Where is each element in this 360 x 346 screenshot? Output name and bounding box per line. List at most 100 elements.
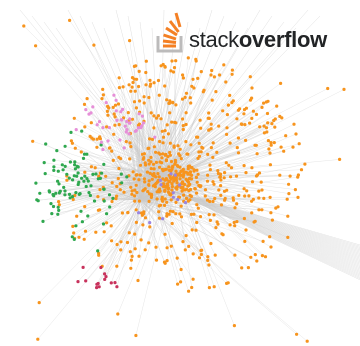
graph-node	[200, 248, 204, 252]
graph-node	[291, 145, 295, 149]
graph-node	[82, 237, 86, 241]
graph-node	[206, 258, 210, 262]
graph-node	[146, 190, 150, 194]
graph-node	[216, 222, 220, 226]
graph-node	[183, 248, 187, 252]
graph-node	[70, 195, 75, 199]
graph-node	[138, 99, 142, 103]
graph-node	[51, 192, 55, 197]
graph-node	[257, 189, 261, 193]
graph-node	[163, 153, 167, 157]
graph-node	[255, 152, 259, 156]
graph-node	[228, 141, 232, 145]
graph-node	[117, 86, 121, 90]
graph-node	[176, 282, 180, 286]
graph-edge	[169, 189, 360, 265]
graph-edge	[86, 154, 141, 201]
graph-node	[76, 280, 80, 284]
graph-edge	[159, 9, 261, 181]
graph-node	[151, 162, 156, 166]
graph-node	[208, 199, 212, 204]
graph-node	[166, 132, 170, 136]
graph-edge	[143, 123, 151, 181]
graph-node	[279, 81, 283, 85]
graph-node	[82, 152, 87, 156]
graph-node	[250, 96, 254, 100]
graph-node	[101, 126, 105, 130]
graph-node	[224, 161, 228, 165]
graph-node	[170, 59, 174, 63]
stackoverflow-wordmark: stackoverflow	[189, 27, 327, 53]
graph-node	[203, 194, 207, 198]
graph-edge	[132, 77, 176, 176]
graph-edge	[169, 189, 360, 246]
graph-node	[91, 172, 95, 176]
graph-node	[170, 182, 174, 186]
graph-edge	[169, 189, 360, 254]
graph-node	[60, 163, 64, 167]
graph-node	[190, 285, 194, 290]
graph-node	[179, 204, 183, 208]
graph-node	[56, 169, 60, 173]
graph-node	[135, 77, 139, 81]
graph-node	[175, 187, 179, 191]
graph-node	[119, 110, 123, 114]
graph-node	[178, 147, 182, 151]
graph-node	[338, 157, 342, 161]
graph-node	[145, 170, 149, 174]
graph-node	[134, 129, 138, 133]
graph-edge	[139, 199, 216, 228]
graph-node	[244, 138, 248, 142]
graph-edge	[169, 189, 360, 262]
graph-node	[175, 164, 179, 168]
graph-node	[89, 165, 93, 169]
graph-edge	[77, 166, 151, 181]
graph-node	[163, 203, 167, 207]
graph-node	[184, 111, 188, 115]
graph-node	[98, 176, 102, 180]
graph-node	[71, 178, 75, 182]
graph-node	[184, 196, 189, 200]
graph-node	[242, 216, 246, 221]
graph-node	[184, 170, 188, 174]
graph-node	[173, 158, 177, 162]
graph-node	[169, 69, 173, 73]
graph-node	[117, 166, 121, 171]
graph-node	[91, 105, 95, 109]
graph-node	[264, 126, 269, 130]
graph-node	[57, 200, 61, 204]
graph-edge	[169, 189, 360, 258]
graph-node	[218, 73, 222, 77]
graph-node	[188, 164, 192, 168]
graph-node	[105, 221, 109, 225]
graph-node	[230, 72, 234, 76]
graph-node	[122, 190, 126, 194]
graph-node	[169, 159, 174, 164]
graph-node	[242, 112, 246, 116]
graph-node	[180, 97, 185, 101]
graph-node	[134, 220, 138, 224]
graph-node	[127, 83, 131, 87]
graph-node	[184, 234, 188, 238]
graph-node	[101, 147, 105, 152]
graph-node	[134, 106, 138, 110]
graph-node	[129, 89, 133, 93]
graph-node	[128, 121, 132, 125]
graph-node	[174, 59, 178, 63]
graph-node	[73, 160, 77, 164]
graph-edge	[98, 174, 176, 284]
graph-node	[188, 193, 192, 197]
graph-node	[184, 91, 189, 95]
graph-node	[133, 199, 137, 203]
graph-node	[89, 184, 93, 188]
graph-node	[115, 184, 119, 189]
graph-node	[152, 126, 156, 130]
graph-node	[114, 109, 118, 113]
graph-node	[217, 124, 221, 128]
graph-edge	[96, 199, 141, 285]
graph-node	[56, 212, 60, 216]
graph-node	[209, 127, 213, 131]
graph-node	[233, 253, 237, 257]
graph-node	[115, 118, 119, 122]
graph-node	[118, 188, 122, 192]
